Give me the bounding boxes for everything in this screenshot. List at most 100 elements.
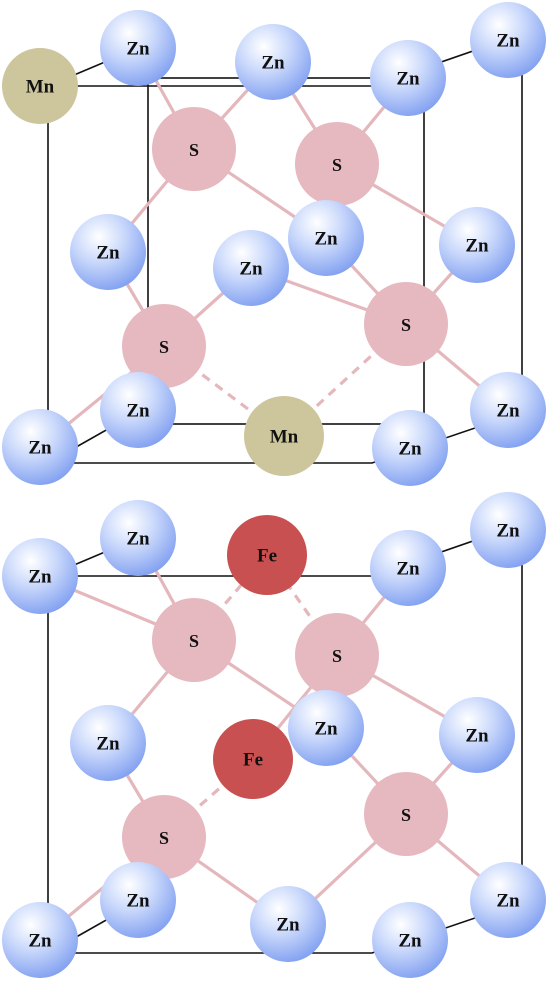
- atom-zn-9: Zn: [100, 372, 176, 448]
- atom-sphere: [213, 230, 289, 306]
- atom-s-1: S: [152, 598, 236, 682]
- atom-sphere: [244, 396, 324, 476]
- atom-sphere: [100, 500, 176, 576]
- atom-sphere: [364, 772, 448, 856]
- atom-label: Zn: [96, 734, 120, 755]
- atom-label: Zn: [396, 559, 420, 580]
- atom-sphere: [2, 538, 78, 614]
- atom-zn-2: Zn: [235, 24, 311, 100]
- atom-sphere: [364, 282, 448, 366]
- atom-label: Fe: [257, 546, 277, 567]
- atom-sphere: [152, 598, 236, 682]
- atom-sphere: [372, 902, 448, 978]
- atom-zn-8: Zn: [439, 207, 515, 283]
- atom-zn-3: Zn: [470, 2, 546, 78]
- atom-s-2: S: [295, 613, 379, 697]
- atom-zn-5: Zn: [70, 214, 146, 290]
- atom-zn-4: Zn: [370, 530, 446, 606]
- atom-sphere: [439, 207, 515, 283]
- atom-sphere: [288, 200, 364, 276]
- atom-label: Zn: [28, 567, 52, 588]
- atom-label: Zn: [398, 439, 422, 460]
- atom-zn-6: Zn: [213, 230, 289, 306]
- atom-label: Fe: [243, 750, 263, 771]
- atom-sphere: [122, 304, 206, 388]
- atom-zn-12: Zn: [372, 410, 448, 486]
- atom-sphere: [227, 515, 307, 595]
- atom-label: Zn: [496, 31, 520, 52]
- atom-zn-12: Zn: [372, 902, 448, 978]
- atom-sphere: [100, 862, 176, 938]
- atom-zn-9: Zn: [470, 862, 546, 938]
- atom-sphere: [2, 902, 78, 978]
- atom-sphere: [213, 719, 293, 799]
- atom-sphere: [250, 886, 326, 962]
- atom-zn-8: Zn: [100, 862, 176, 938]
- atom-zn-1: Zn: [100, 10, 176, 86]
- atom-zn-3: Zn: [470, 492, 546, 568]
- atom-label: S: [332, 155, 342, 175]
- atom-sphere: [372, 410, 448, 486]
- atom-sphere: [100, 372, 176, 448]
- atom-sphere: [152, 107, 236, 191]
- atom-sphere: [100, 10, 176, 86]
- atom-label: Zn: [126, 39, 150, 60]
- atom-sphere: [370, 40, 446, 116]
- atom-sphere: [470, 372, 546, 448]
- atom-s-2: S: [295, 122, 379, 206]
- atom-s-4: S: [122, 795, 206, 879]
- atom-label: Zn: [314, 229, 338, 250]
- atom-zn-7: Zn: [288, 200, 364, 276]
- atom-zn-11: Zn: [250, 886, 326, 962]
- atom-sphere: [2, 48, 78, 124]
- atom-zn-11: Zn: [2, 409, 78, 485]
- atom-zn-6: Zn: [288, 690, 364, 766]
- atom-sphere: [288, 690, 364, 766]
- atom-label: Zn: [28, 438, 52, 459]
- atom-label: S: [159, 828, 169, 848]
- atom-label: S: [332, 646, 342, 666]
- atom-label: S: [401, 315, 411, 335]
- atom-label: Zn: [398, 931, 422, 952]
- atom-label: Zn: [28, 931, 52, 952]
- atom-sphere: [70, 705, 146, 781]
- atom-sphere: [2, 409, 78, 485]
- atom-sphere: [295, 613, 379, 697]
- atom-label: Zn: [126, 529, 150, 550]
- atom-label: Zn: [496, 401, 520, 422]
- atom-sphere: [70, 214, 146, 290]
- atom-zn-2: Zn: [2, 538, 78, 614]
- atom-label: Zn: [396, 69, 420, 90]
- atom-fe-2: Fe: [213, 719, 293, 799]
- atom-label: Zn: [496, 891, 520, 912]
- atom-s-3: S: [364, 772, 448, 856]
- atom-label: Zn: [465, 726, 489, 747]
- atom-label: Zn: [261, 53, 285, 74]
- atom-label: Zn: [96, 243, 120, 264]
- atom-label: Zn: [276, 915, 300, 936]
- atom-zn-7: Zn: [439, 697, 515, 773]
- atom-zn-10: Zn: [470, 372, 546, 448]
- atom-label: Zn: [239, 259, 263, 280]
- atom-label: Zn: [126, 401, 150, 422]
- atom-label: Mn: [26, 77, 55, 98]
- atom-sphere: [122, 795, 206, 879]
- atom-sphere: [439, 697, 515, 773]
- atom-sphere: [370, 530, 446, 606]
- atom-sphere: [295, 122, 379, 206]
- atom-label: Zn: [126, 891, 150, 912]
- atom-mn-2: Mn: [244, 396, 324, 476]
- atom-label: S: [189, 631, 199, 651]
- atom-s-1: S: [152, 107, 236, 191]
- atom-label: Mn: [270, 427, 299, 448]
- atom-label: Zn: [496, 521, 520, 542]
- atom-zn-4: Zn: [370, 40, 446, 116]
- dopant-bond-dashed: [282, 322, 408, 438]
- atom-sphere: [470, 492, 546, 568]
- atom-s-4: S: [122, 304, 206, 388]
- atom-label: Zn: [314, 719, 338, 740]
